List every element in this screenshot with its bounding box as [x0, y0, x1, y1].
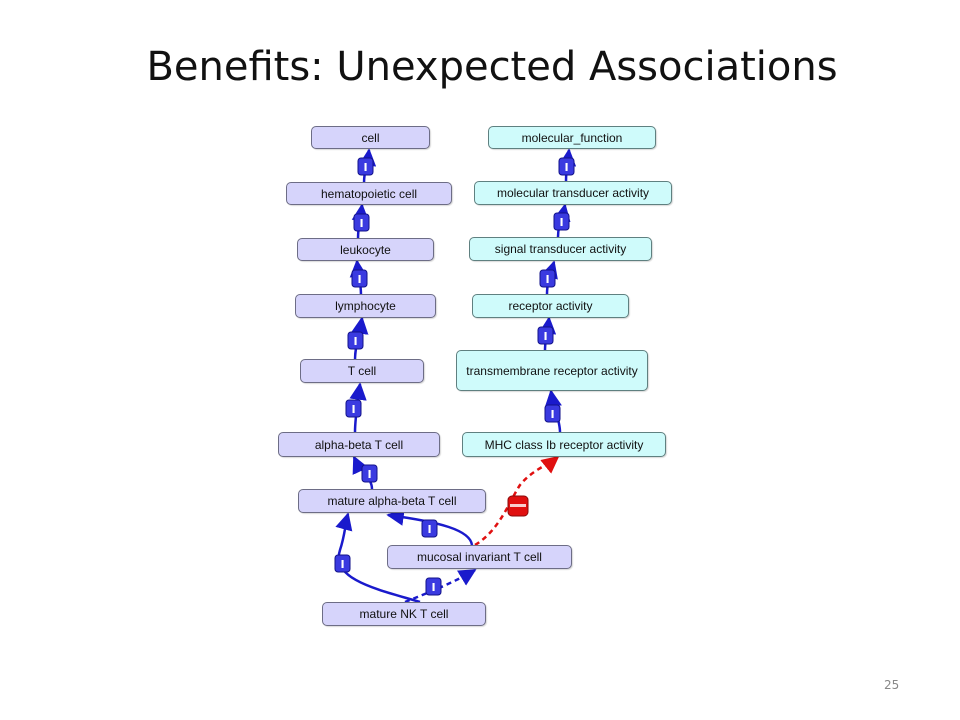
is-a-badge: I: [353, 213, 370, 232]
svg-text:I: I: [351, 403, 355, 416]
edge-badges: I I I I I I I I I I I I I I: [334, 157, 575, 596]
svg-text:I: I: [431, 581, 435, 594]
node-molecular-transducer-activity[interactable]: molecular transducer activity: [474, 181, 672, 205]
node-hematopoietic-cell[interactable]: hematopoietic cell: [286, 182, 452, 205]
svg-text:I: I: [564, 161, 568, 174]
is-a-badge: I: [347, 331, 364, 350]
association-badge: [507, 495, 529, 517]
is-a-badge: I: [537, 326, 554, 345]
node-t-cell[interactable]: T cell: [300, 359, 424, 383]
slide-title: Benefits: Unexpected Associations: [146, 44, 838, 90]
svg-text:I: I: [427, 523, 431, 536]
is-a-badge: I: [357, 157, 374, 176]
is-a-badge: I: [544, 404, 561, 423]
svg-text:I: I: [363, 161, 367, 174]
node-signal-transducer-activity[interactable]: signal transducer activity: [469, 237, 652, 261]
node-molecular-function[interactable]: molecular_function: [488, 126, 656, 149]
is-a-badge: I: [425, 577, 442, 596]
node-mature-nk-t-cell[interactable]: mature NK T cell: [322, 602, 486, 626]
svg-text:I: I: [545, 273, 549, 286]
svg-text:I: I: [550, 408, 554, 421]
node-transmembrane-receptor-activity[interactable]: transmembrane receptor activity: [456, 350, 648, 391]
edge-mucosal-to-mature-alphabeta: [386, 508, 474, 546]
node-cell[interactable]: cell: [311, 126, 430, 149]
node-mhc-class-ib-receptor-activity[interactable]: MHC class Ib receptor activity: [462, 432, 666, 457]
node-receptor-activity[interactable]: receptor activity: [472, 294, 629, 318]
svg-text:I: I: [353, 335, 357, 348]
is-a-badge: I: [539, 269, 556, 288]
node-mucosal-invariant-t-cell[interactable]: mucosal invariant T cell: [387, 545, 572, 569]
node-lymphocyte[interactable]: lymphocyte: [295, 294, 436, 318]
edge-nkt-to-mucosal: [404, 568, 477, 604]
svg-text:I: I: [367, 468, 371, 481]
svg-text:I: I: [543, 330, 547, 343]
svg-text:I: I: [340, 558, 344, 571]
is-a-badge: I: [334, 554, 351, 573]
is-a-badge: I: [558, 157, 575, 176]
is-a-badge: I: [351, 269, 368, 288]
page-number: 25: [884, 678, 900, 692]
svg-text:I: I: [559, 216, 563, 229]
node-leukocyte[interactable]: leukocyte: [297, 238, 434, 261]
svg-text:I: I: [357, 273, 361, 286]
node-mature-alpha-beta-t-cell[interactable]: mature alpha-beta T cell: [298, 489, 486, 513]
is-a-badge: I: [553, 212, 570, 231]
is-a-badge: I: [345, 399, 362, 418]
is-a-badge: I: [421, 519, 438, 538]
node-alpha-beta-t-cell[interactable]: alpha-beta T cell: [278, 432, 440, 457]
edge-mucosal-to-mhc-association: [474, 455, 560, 547]
svg-text:I: I: [359, 217, 363, 230]
is-a-badge: I: [361, 464, 378, 483]
